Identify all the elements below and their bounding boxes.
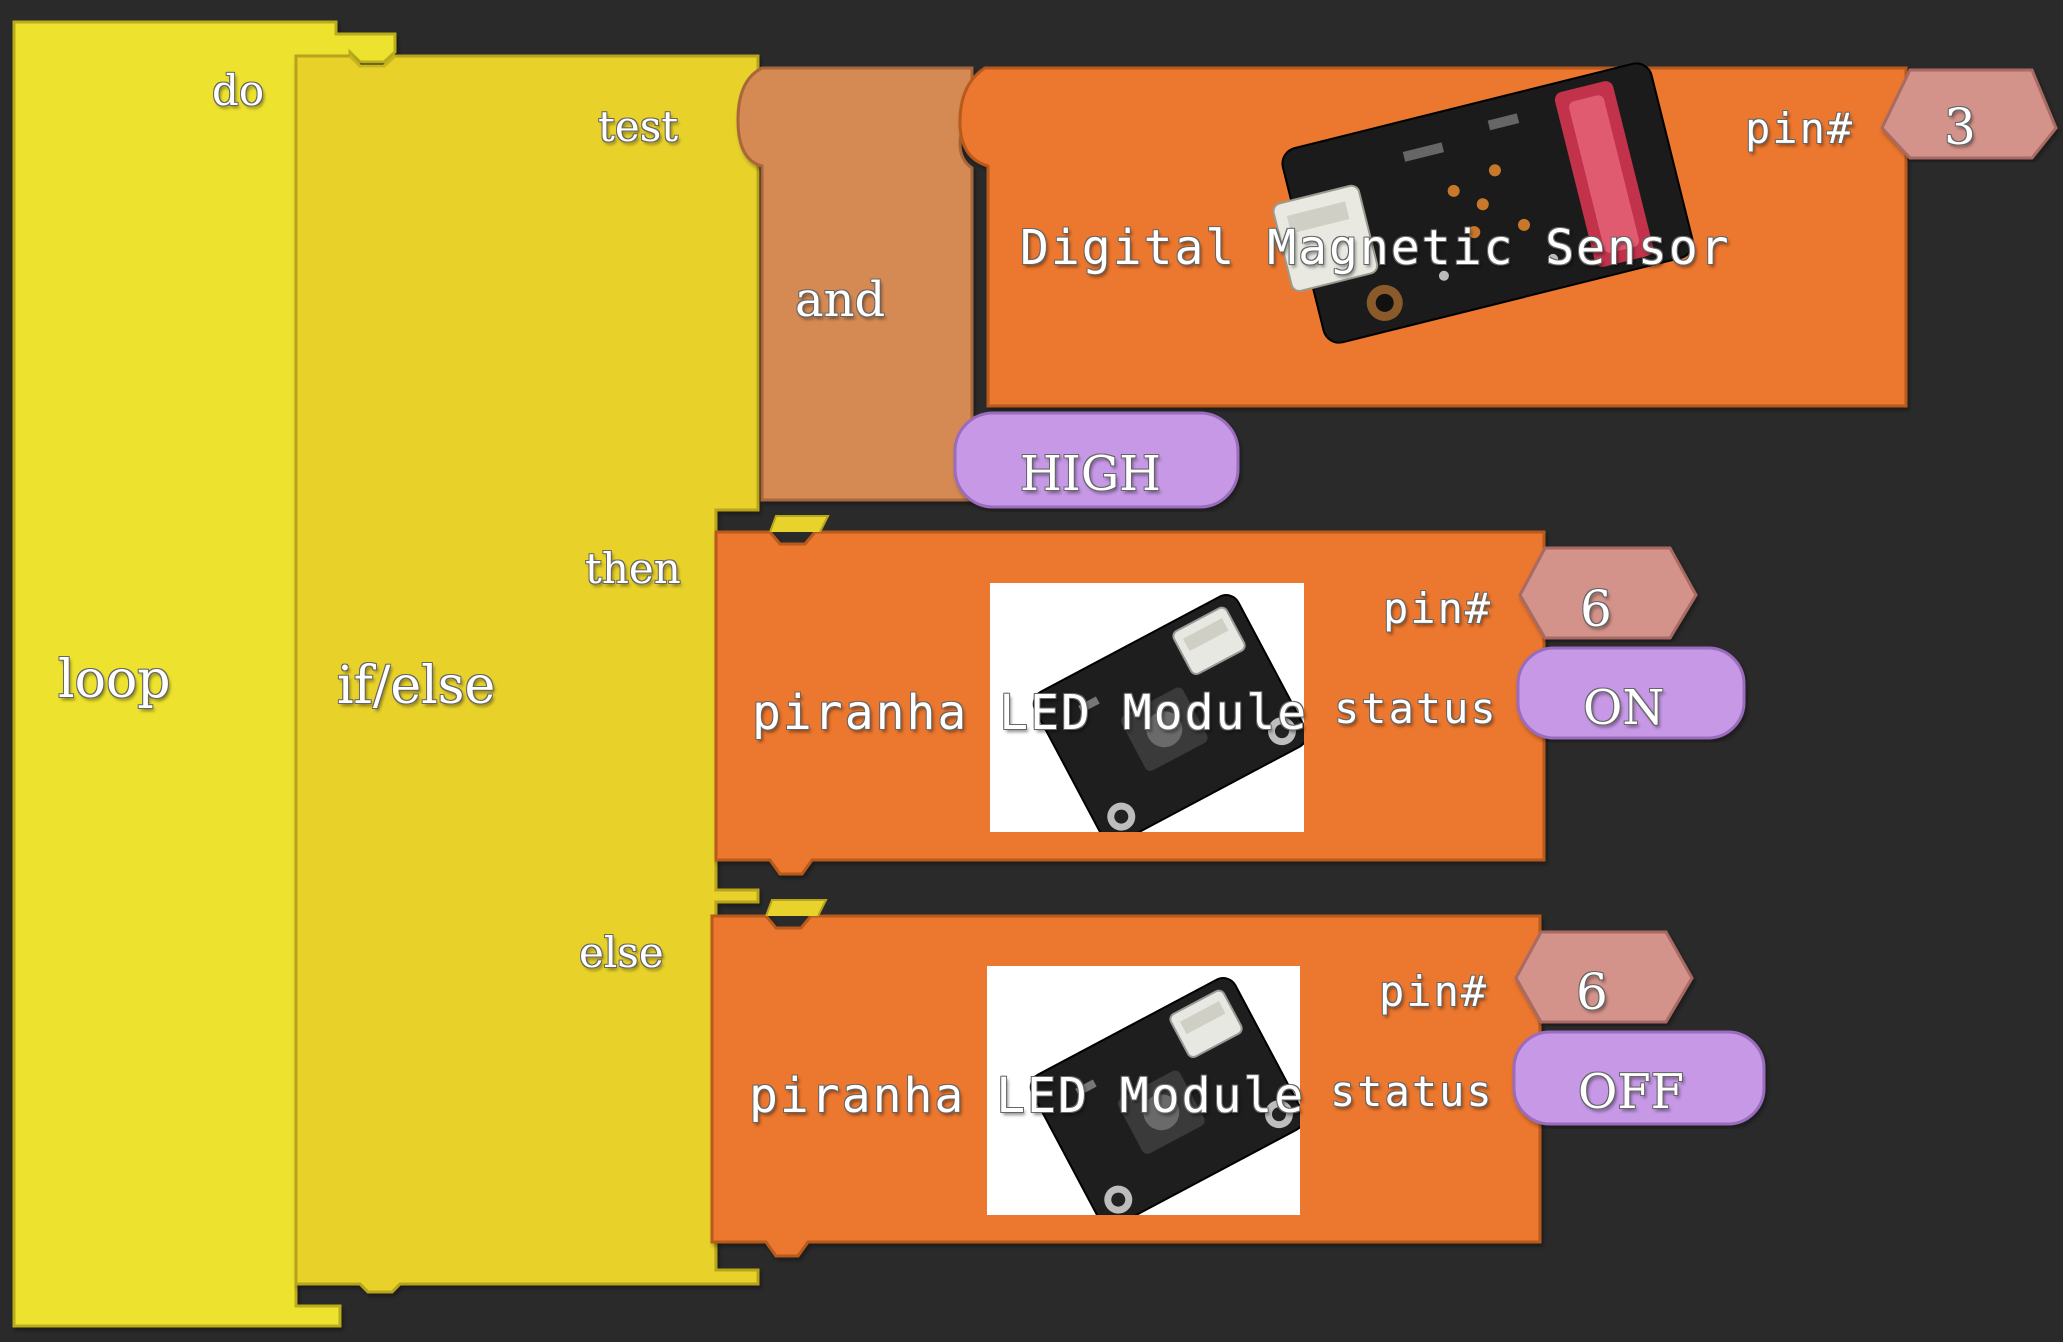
ifelse-label: if/else [337, 656, 496, 716]
status-off-shape[interactable] [1512, 1030, 1766, 1126]
magnetic-sensor-pin-label: pin# [1745, 104, 1855, 153]
loop-block-shape[interactable] [12, 20, 397, 1328]
led-then-status-label: status [1334, 684, 1498, 733]
led-module-board-icon [1032, 594, 1304, 832]
magnetic-sensor-pin-value[interactable]: 3 [1944, 98, 1976, 156]
led-else-label: piranha LED Module [749, 1068, 1306, 1124]
led-then-pin-value[interactable]: 6 [1580, 580, 1612, 638]
led-module-board-icon [1029, 977, 1300, 1215]
led-else-status-value[interactable]: OFF [1578, 1064, 1684, 1120]
high-value-label[interactable]: HIGH [1020, 446, 1162, 502]
led-then-status-value[interactable]: ON [1583, 680, 1665, 736]
led-then-pin-label: pin# [1383, 584, 1493, 633]
loop-label: loop [58, 650, 171, 710]
ifelse-else-label: else [579, 928, 664, 977]
high-value-shape[interactable] [953, 411, 1240, 509]
pin-value-shape-6-then[interactable] [1518, 546, 1698, 640]
ifelse-test-label: test [598, 102, 679, 151]
led-then-label: piranha LED Module [752, 685, 1309, 741]
led-else-status-label: status [1330, 1067, 1494, 1116]
led-module-image-else [987, 966, 1300, 1215]
loop-do-label: do [212, 66, 265, 115]
ifelse-then-label: then [585, 544, 681, 593]
pin-value-shape-6-else[interactable] [1514, 930, 1694, 1024]
led-else-pin-label: pin# [1379, 967, 1489, 1016]
status-on-shape[interactable] [1516, 646, 1746, 740]
and-label: and [795, 272, 886, 328]
pin-value-shape-3[interactable] [1880, 68, 2058, 160]
led-else-pin-value[interactable]: 6 [1576, 963, 1608, 1021]
magnetic-sensor-label: Digital Magnetic Sensor [1020, 220, 1731, 276]
led-module-image-then [990, 583, 1304, 832]
magnetic-sensor-board-icon [1272, 62, 1694, 344]
